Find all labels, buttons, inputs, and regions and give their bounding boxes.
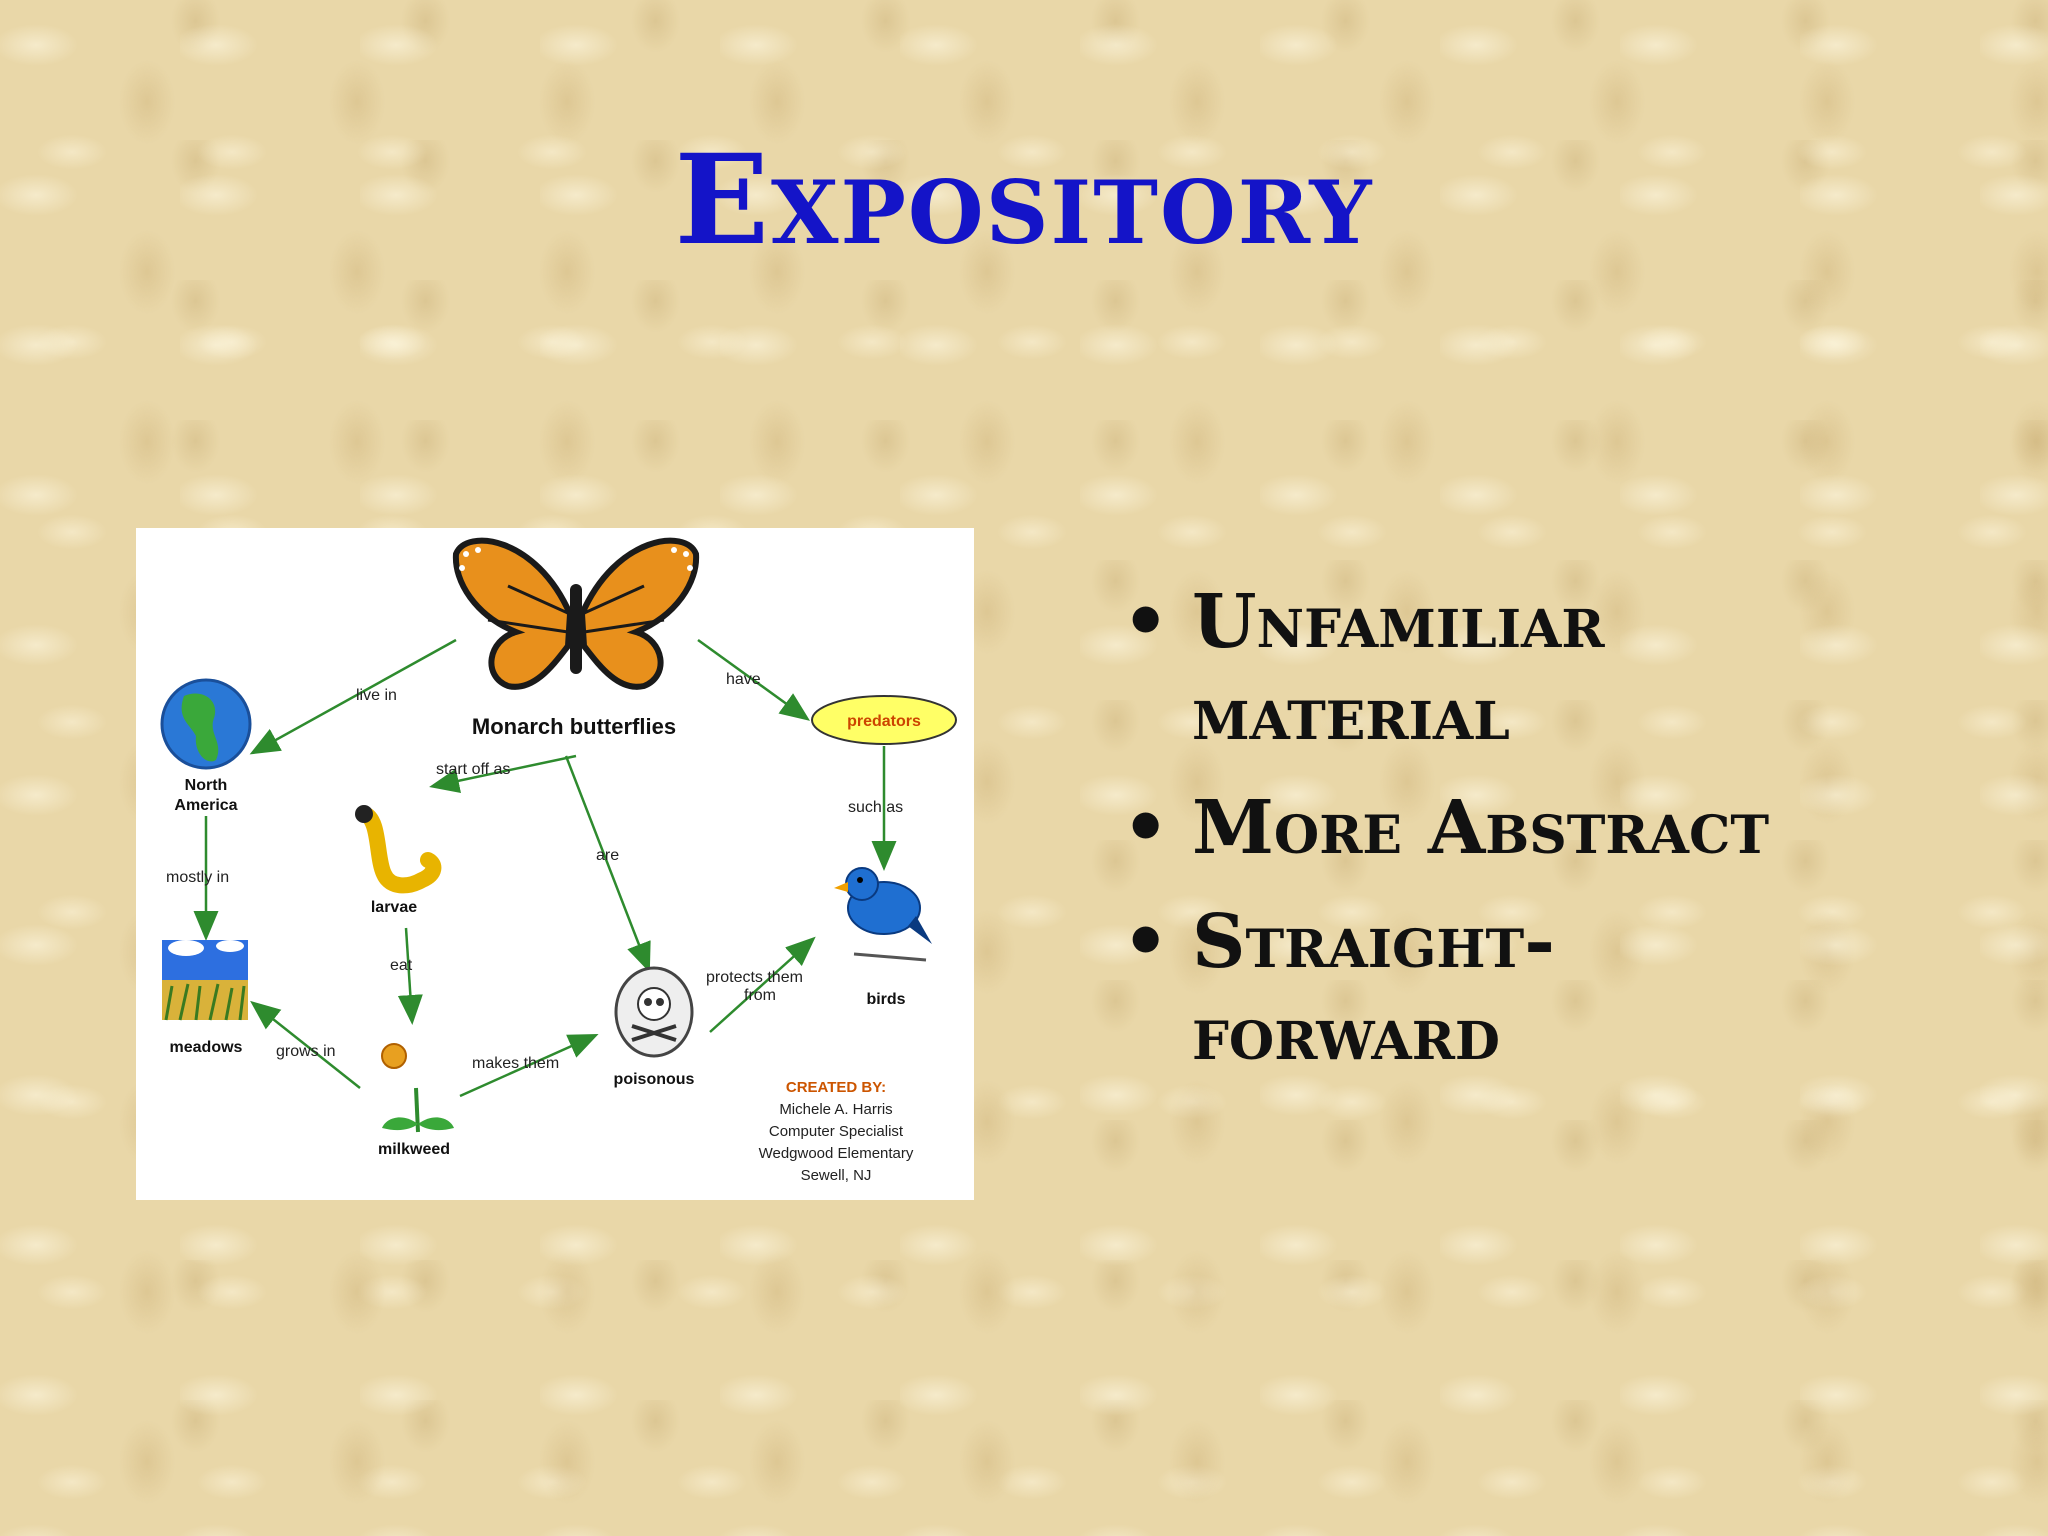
edge-live-in: live in [356, 687, 397, 704]
arrows [193, 638, 897, 1098]
slide-title: Expository [674, 128, 1374, 273]
bullet-text-line: Straight- [1192, 899, 1555, 985]
node-poisonous: poisonous [614, 1071, 695, 1088]
bullet-item-straightforward: • Straight- forward [1122, 896, 2002, 1080]
bullet-dot: • [1122, 579, 1170, 665]
bullet-dot: • [1122, 899, 1170, 985]
milkweed-icon [381, 1043, 454, 1133]
edge-eat: eat [390, 957, 413, 974]
bird-icon [834, 867, 932, 962]
edge-grows-in: grows in [276, 1043, 336, 1060]
arrow-eat [397, 927, 423, 1025]
arrow-makes-them [459, 1033, 599, 1098]
node-predators: predators [847, 713, 921, 730]
node-meadows: meadows [170, 1039, 243, 1056]
arrow-have [697, 638, 811, 721]
credit-line-2: Computer Specialist [769, 1123, 904, 1140]
concept-map-svg: Monarch butterflies North America predat… [160, 537, 957, 1184]
arrow-grows-in [250, 1000, 361, 1089]
credit-heading: CREATED BY: [786, 1079, 886, 1096]
node-larvae: larvae [371, 899, 417, 916]
node-birds: birds [866, 991, 905, 1008]
globe-icon [160, 678, 252, 770]
monarch-butterfly-icon [452, 537, 700, 690]
bullet-item-more-abstract: • More Abstract [1122, 782, 2002, 874]
node-milkweed: milkweed [378, 1141, 450, 1158]
bullet-text-line: material [1192, 671, 1510, 757]
arrow-start-off-as [429, 754, 577, 794]
credit-line-1: Michele A. Harris [779, 1101, 892, 1118]
node-north-america-line1: North [185, 777, 228, 794]
edge-makes-them: makes them [472, 1055, 559, 1072]
edge-protects-line2: from [744, 987, 776, 1004]
predators-ellipse [811, 695, 957, 745]
concept-map: Monarch butterflies North America predat… [136, 528, 974, 1200]
arrow-are [564, 755, 651, 973]
bullet-item-unfamiliar-material: • Unfamiliar material [1122, 576, 2002, 760]
edge-start-off-as: start off as [436, 761, 510, 778]
bullet-list: • Unfamiliar material • More Abstract • … [1122, 576, 2002, 1102]
bullet-dot: • [1122, 785, 1170, 871]
edge-are: are [596, 847, 619, 864]
arrow-protects [709, 936, 816, 1033]
meadow-icon [162, 940, 248, 1021]
bullet-text-line: forward [1192, 991, 1501, 1077]
credit-line-3: Wedgwood Elementary [759, 1145, 914, 1162]
poisonous-skull-icon [614, 966, 694, 1058]
edge-have: have [726, 671, 761, 688]
larvae-caterpillar-icon [355, 805, 442, 894]
bullet-text-line: More Abstract [1192, 785, 1770, 871]
credit-line-4: Sewell, NJ [801, 1167, 872, 1184]
node-monarch: Monarch butterflies [472, 714, 676, 739]
edge-such-as: such as [848, 799, 903, 816]
node-north-america-line2: America [174, 797, 237, 814]
edge-mostly-in: mostly in [166, 869, 229, 886]
arrow-live-in [249, 638, 457, 755]
edge-protects-line1: protects them [706, 969, 803, 986]
bullet-text-line: Unfamiliar [1192, 579, 1605, 665]
